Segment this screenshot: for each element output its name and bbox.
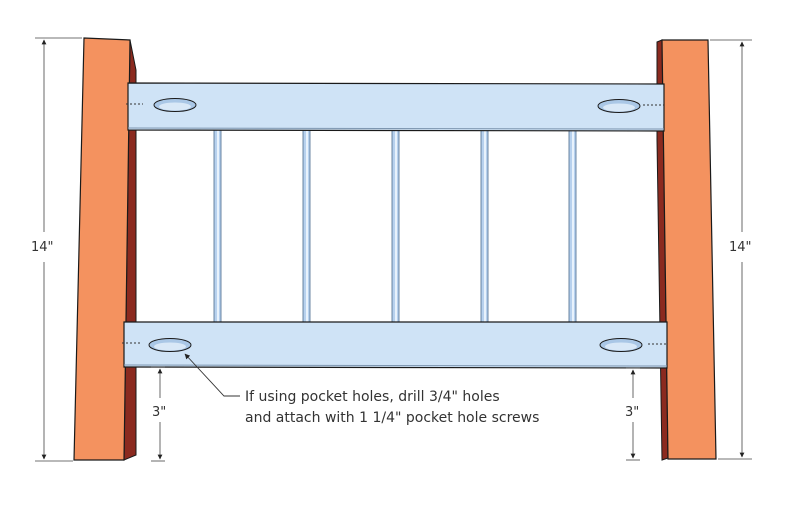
pocket-hole xyxy=(597,99,641,113)
dimension-label: 14" xyxy=(729,240,752,255)
left-post xyxy=(73,37,137,461)
spindle xyxy=(568,129,577,323)
pocket-hole xyxy=(599,338,643,352)
pocket-hole xyxy=(153,98,197,112)
right-post xyxy=(656,39,717,461)
dimension-label: 14" xyxy=(31,240,54,255)
pocket-hole xyxy=(148,338,192,352)
spindle xyxy=(480,129,489,323)
dimension-left-rail: 3" xyxy=(151,366,166,462)
callout-line-2: and attach with 1 1/4" pocket hole screw… xyxy=(245,410,539,426)
dimension-right-height: 14" xyxy=(710,39,752,460)
bottom-rail xyxy=(122,321,668,369)
spindle xyxy=(302,129,311,323)
dimension-left-height: 14" xyxy=(31,37,82,462)
dimension-label: 3" xyxy=(152,405,166,420)
top-rail xyxy=(126,82,665,132)
spindles xyxy=(213,129,577,323)
dimension-label: 3" xyxy=(625,405,639,420)
callout-leader xyxy=(184,353,240,397)
spindle xyxy=(213,129,222,323)
callout-line-1: If using pocket holes, drill 3/4" holes xyxy=(245,389,500,405)
spindle xyxy=(391,129,400,323)
pocket-hole-callout: If using pocket holes, drill 3/4" holes … xyxy=(184,353,539,426)
dimension-right-rail: 3" xyxy=(625,367,640,461)
